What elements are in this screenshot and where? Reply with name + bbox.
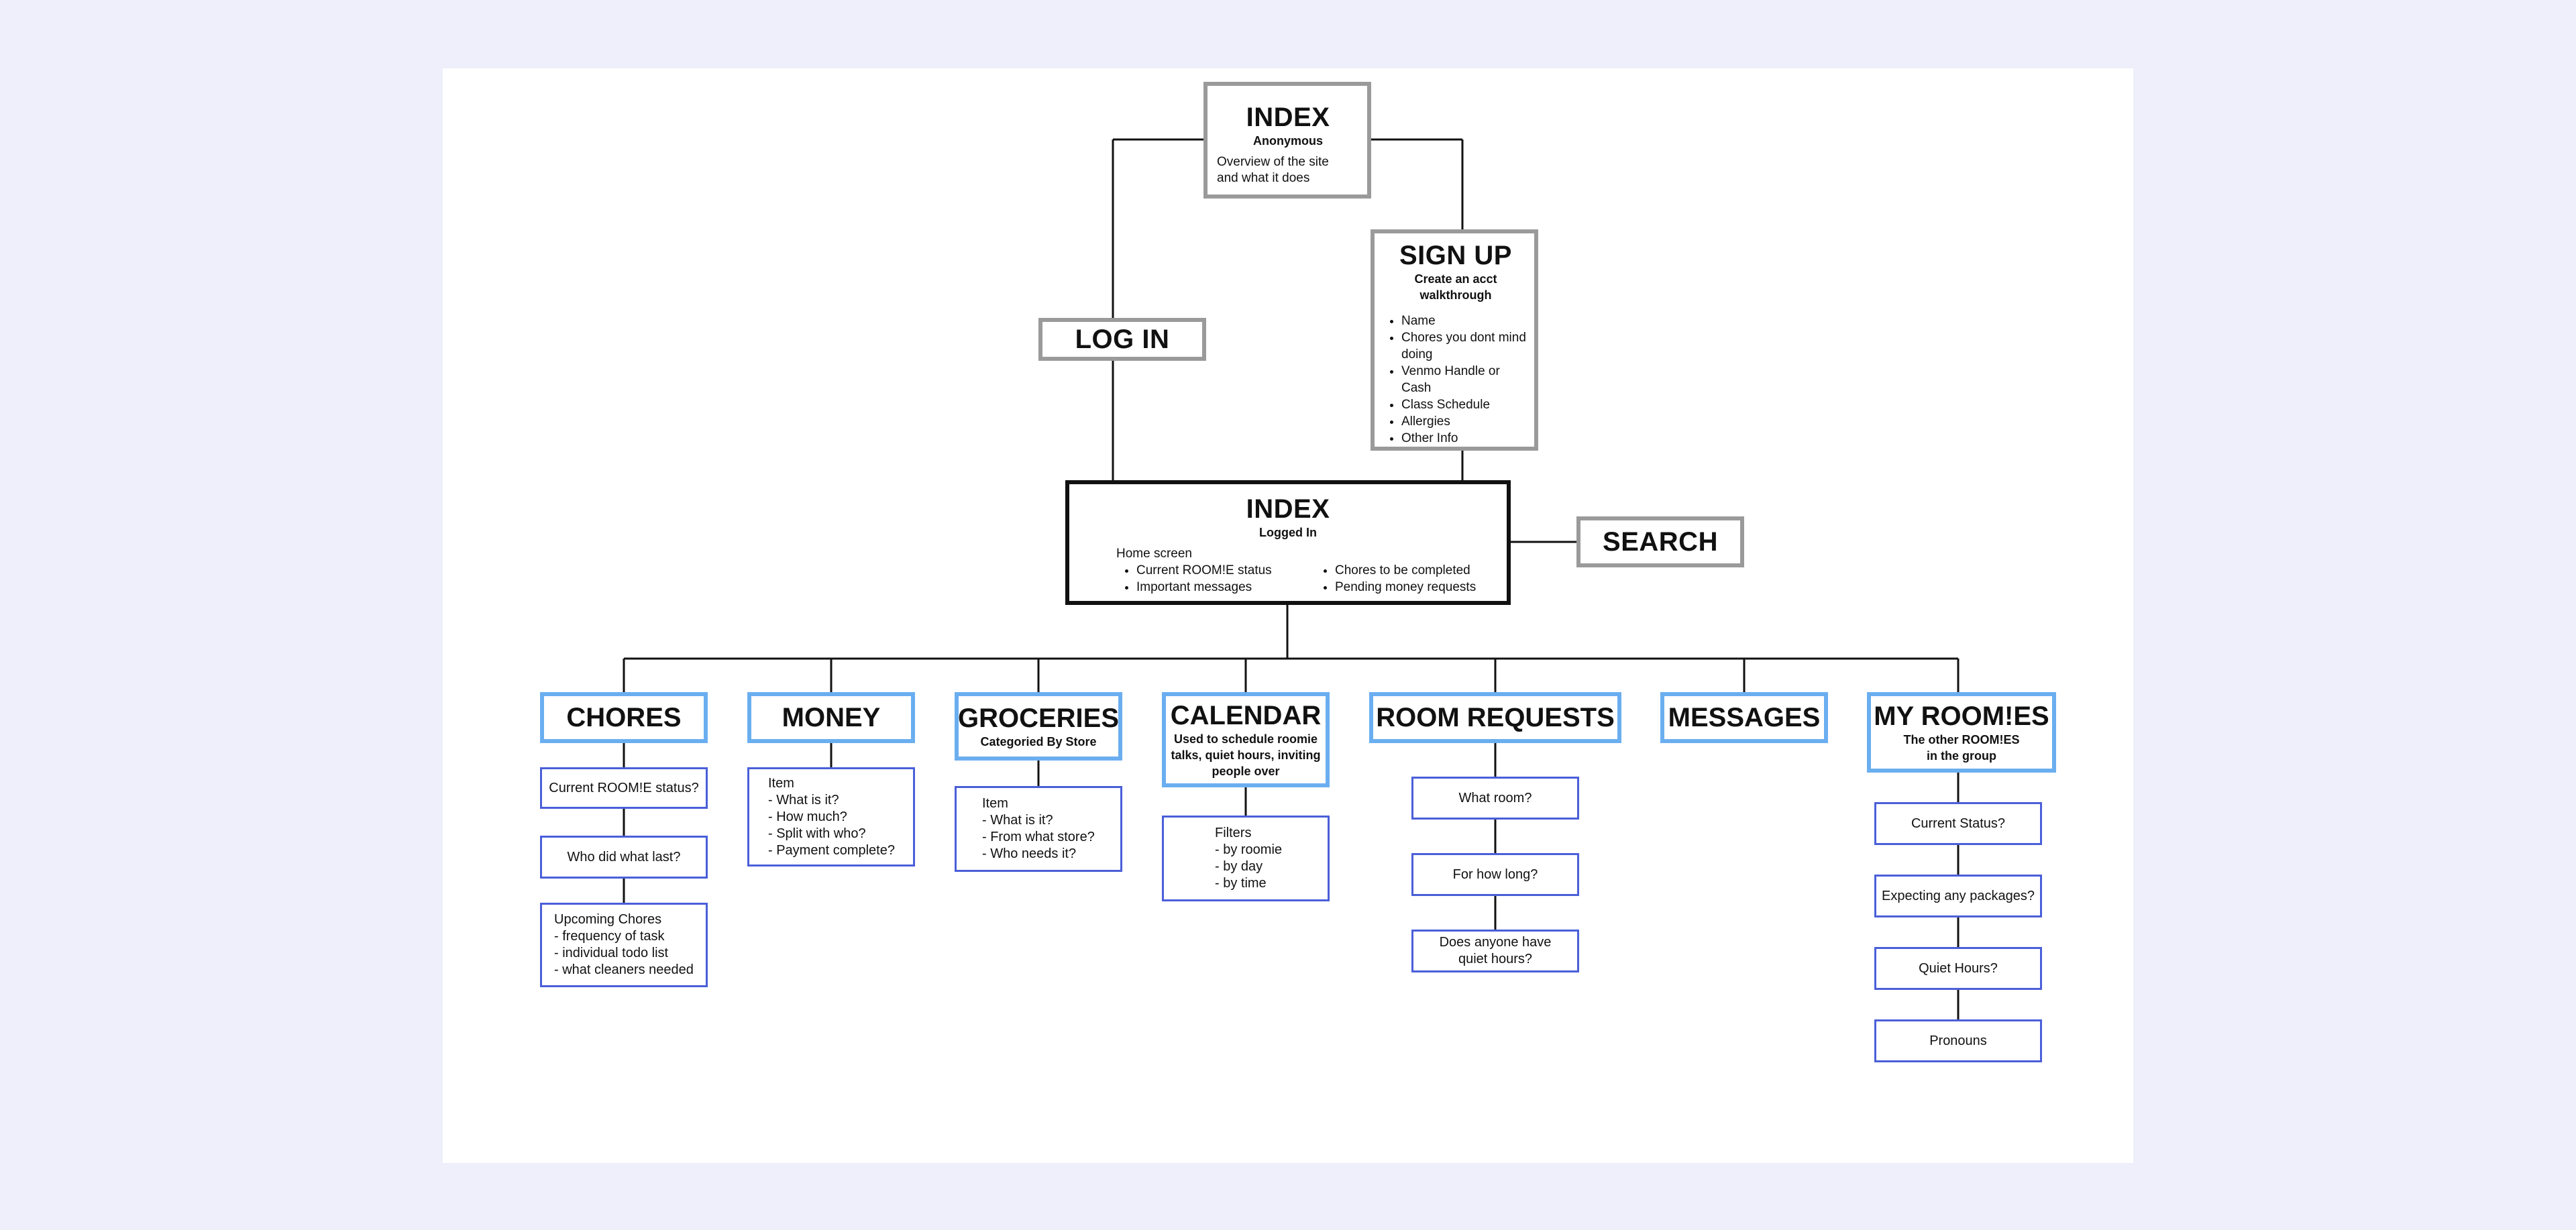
quiet-hours-card: Quiet Hours?: [1874, 947, 2042, 990]
card-text: Upcoming Chores: [554, 912, 662, 927]
signup-node: SIGN UP Create an acct walkthrough Name …: [1371, 229, 1538, 451]
list-item: Pending money requests: [1335, 579, 1476, 596]
card-text: Current Status?: [1911, 816, 2006, 831]
calendar-node: CALENDAR Used to schedule roomie talks, …: [1162, 692, 1330, 787]
list-item: Other Info: [1401, 430, 1527, 447]
list-item: Name: [1401, 313, 1527, 329]
card-text: - by roomie: [1215, 842, 1283, 857]
card-text: - frequency of task: [554, 929, 665, 944]
packages-card: Expecting any packages?: [1874, 875, 2042, 917]
card-text: - What is it?: [982, 813, 1053, 828]
search-node: SEARCH: [1576, 516, 1744, 567]
node-subtitle: Used to schedule roomie: [1173, 732, 1318, 746]
card-text: For how long?: [1452, 866, 1538, 882]
money-node: MONEY: [747, 692, 915, 743]
chores-history-card: Who did what last?: [540, 836, 708, 879]
node-subtitle: Logged In: [1259, 526, 1317, 539]
card-text: Current ROOM!E status?: [549, 780, 699, 795]
card-text: - From what store?: [982, 830, 1095, 844]
node-subtitle: Anonymous: [1252, 134, 1323, 148]
node-intro: Home screen: [1116, 547, 1192, 561]
card-text: Does anyone have: [1439, 935, 1552, 950]
node-title: INDEX: [1246, 103, 1330, 132]
messages-node: MESSAGES: [1660, 692, 1828, 743]
node-title: CHORES: [566, 703, 682, 732]
card-text: - What is it?: [768, 792, 839, 807]
node-title: ROOM REQUESTS: [1376, 703, 1615, 732]
card-text: Pronouns: [1929, 1033, 1987, 1048]
duration-question-card: For how long?: [1411, 853, 1579, 896]
login-node: LOG IN: [1038, 318, 1206, 361]
list-item: Important messages: [1136, 579, 1315, 596]
node-title: MONEY: [782, 703, 881, 732]
card-text: Item: [982, 796, 1008, 811]
card-text: - individual todo list: [554, 946, 669, 960]
chores-status-card: Current ROOM!E status?: [540, 767, 708, 809]
node-title: GROCERIES: [957, 704, 1120, 733]
node-title: LOG IN: [1075, 325, 1170, 354]
description-line: Overview of the site: [1217, 155, 1329, 169]
signup-field-list: Name Chores you dont mind doing Venmo Ha…: [1384, 313, 1527, 447]
node-title: MY ROOM!ES: [1874, 702, 2049, 731]
status-list: Current ROOM!E status Important messages: [1116, 562, 1315, 596]
card-text: - How much?: [768, 809, 847, 824]
chores-upcoming-card: Upcoming Chores - frequency of task - in…: [540, 903, 708, 987]
card-text: - by time: [1215, 876, 1267, 891]
groceries-item-card: Item - What is it? - From what store? - …: [955, 786, 1122, 872]
node-subtitle: people over: [1212, 765, 1280, 778]
quiet-hours-question-card: Does anyone have quiet hours?: [1411, 930, 1579, 972]
room-requests-node: ROOM REQUESTS: [1369, 692, 1621, 743]
node-subtitle: in the group: [1927, 749, 1996, 763]
node-title: INDEX: [1246, 494, 1330, 524]
list-item: Class Schedule: [1401, 396, 1527, 413]
card-text: Filters: [1215, 826, 1252, 840]
node-title: MESSAGES: [1668, 703, 1821, 732]
list-item: Current ROOM!E status: [1136, 562, 1315, 579]
index-anonymous-node: INDEX Anonymous Overview of the site and…: [1203, 82, 1371, 199]
diagram-canvas: [443, 68, 2133, 1163]
card-text: - Payment complete?: [768, 842, 895, 858]
card-text: Who did what last?: [567, 849, 681, 864]
calendar-filters-card: Filters - by roomie - by day - by time: [1162, 816, 1330, 901]
my-roomies-node: MY ROOM!ES The other ROOM!ES in the grou…: [1867, 692, 2056, 773]
chores-node: CHORES: [540, 692, 708, 743]
node-subtitle: Create an acct: [1414, 272, 1497, 286]
card-text: - what cleaners needed: [554, 962, 694, 977]
card-text: Expecting any packages?: [1882, 888, 2035, 903]
card-text: - Split with who?: [768, 826, 866, 841]
list-item: Chores to be completed: [1335, 562, 1476, 579]
node-title: SEARCH: [1603, 527, 1718, 557]
card-text: - Who needs it?: [982, 846, 1077, 861]
pronouns-card: Pronouns: [1874, 1019, 2042, 1062]
card-text: Item: [768, 775, 794, 791]
card-text: Quiet Hours?: [1919, 960, 1998, 976]
node-subtitle: walkthrough: [1419, 288, 1492, 302]
node-subtitle: talks, quiet hours, inviting: [1171, 748, 1321, 762]
groceries-node: GROCERIES Categoried By Store: [955, 692, 1122, 761]
card-text: - by day: [1215, 859, 1263, 874]
list-item: Chores you dont mind doing: [1401, 329, 1527, 363]
pending-list: Chores to be completed Pending money req…: [1315, 562, 1476, 596]
description-line: and what it does: [1217, 171, 1310, 185]
node-title: SIGN UP: [1399, 241, 1512, 270]
room-question-card: What room?: [1411, 777, 1579, 820]
card-text: What room?: [1458, 790, 1532, 805]
list-item: Venmo Handle or Cash: [1401, 363, 1527, 396]
node-title: CALENDAR: [1170, 701, 1322, 730]
card-text: quiet hours?: [1458, 952, 1533, 966]
list-item: Allergies: [1401, 413, 1527, 430]
money-item-card: Item - What is it? - How much? - Split w…: [747, 767, 915, 866]
node-subtitle: The other ROOM!ES: [1903, 733, 2020, 746]
current-status-card: Current Status?: [1874, 802, 2042, 845]
node-subtitle: Categoried By Store: [980, 735, 1097, 748]
index-logged-in-node: INDEX Logged In Home screen Current ROOM…: [1065, 480, 1511, 605]
